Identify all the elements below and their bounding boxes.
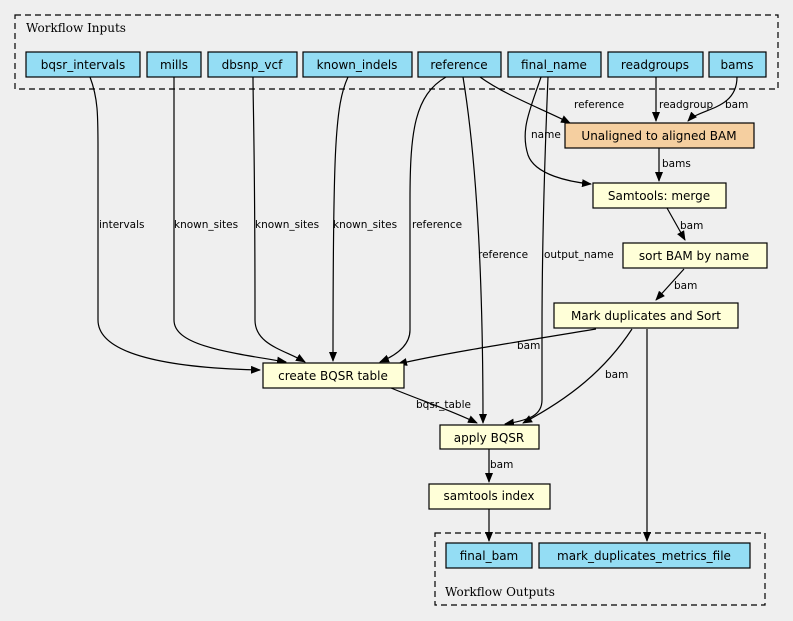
svg-text:final_name: final_name: [521, 58, 587, 72]
edge-label-reference: reference: [574, 99, 624, 111]
svg-text:apply BQSR: apply BQSR: [454, 431, 524, 445]
svg-text:readgroups: readgroups: [621, 58, 689, 72]
edge-markdup-to-apply: bam: [522, 328, 633, 424]
input-mills[interactable]: mills: [146, 51, 202, 78]
edge-create-to-apply: bqsr_table: [390, 387, 478, 424]
edge-apply-to-index: bam: [485, 449, 513, 483]
edge-intervals-to-create: intervals: [89, 76, 261, 374]
step-samtools-merge[interactable]: Samtools: merge: [592, 182, 727, 209]
edge-mills-to-create: known_sites: [173, 77, 287, 365]
workflow-outputs-label: Workflow Outputs: [445, 585, 555, 599]
edge-label-bam: bam: [674, 280, 697, 292]
workflow-inputs-label: Workflow Inputs: [26, 21, 126, 35]
output-mark-duplicates-metrics-file[interactable]: mark_duplicates_metrics_file: [538, 542, 751, 569]
svg-text:samtools index: samtools index: [444, 489, 535, 503]
edge-label-bam: bam: [605, 369, 628, 381]
edge-label-known-sites: known_sites: [255, 219, 319, 231]
edge-label-known-sites: known_sites: [174, 219, 238, 231]
edge-label-bam: bam: [517, 340, 540, 352]
input-bqsr-intervals[interactable]: bqsr_intervals: [25, 51, 141, 78]
edge-label-readgroup: readgroup: [659, 99, 713, 111]
edge-label-bam: bam: [680, 220, 703, 232]
edge-label-bqsr-table: bqsr_table: [416, 399, 471, 411]
edge-reference-to-apply: reference: [462, 76, 528, 424]
edge-bams-to-align: bam: [687, 76, 748, 122]
svg-text:final_bam: final_bam: [460, 549, 519, 563]
edge-label-reference: reference: [478, 249, 528, 261]
edge-indels-to-create: known_sites: [329, 76, 397, 362]
input-final-name[interactable]: final_name: [507, 51, 602, 78]
output-final-bam[interactable]: final_bam: [445, 542, 533, 569]
edge-reference-to-align: reference: [479, 76, 624, 124]
edge-label-bam: bam: [725, 99, 748, 111]
input-reference[interactable]: reference: [417, 51, 502, 78]
workflow-outputs-cluster: Workflow Outputs: [434, 532, 766, 606]
svg-text:known_indels: known_indels: [317, 58, 398, 72]
svg-text:Mark duplicates and Sort: Mark duplicates and Sort: [571, 309, 721, 323]
edge-dbsnp-to-create: known_sites: [252, 76, 319, 363]
input-known-indels[interactable]: known_indels: [302, 51, 413, 78]
edge-sort-to-markdup: bam: [655, 268, 697, 301]
svg-text:mark_duplicates_metrics_file: mark_duplicates_metrics_file: [557, 549, 731, 563]
step-apply-bqsr[interactable]: apply BQSR: [439, 424, 540, 450]
edge-markdup-to-create: bam: [397, 328, 597, 366]
svg-text:mills: mills: [160, 58, 188, 72]
step-create-bqsr-table[interactable]: create BQSR table: [262, 362, 405, 389]
edge-label-intervals: intervals: [99, 219, 145, 231]
edge-reference-to-create: reference: [379, 76, 462, 363]
edges: reference readgroup bam name bams bam ba…: [89, 76, 748, 542]
input-readgroups[interactable]: readgroups: [607, 51, 704, 78]
step-mark-duplicates-and-sort[interactable]: Mark duplicates and Sort: [553, 302, 739, 329]
edge-merge-to-sort: bam: [666, 207, 703, 241]
edge-label-output-name: output_name: [544, 249, 614, 261]
svg-text:reference: reference: [430, 58, 487, 72]
workflow-inputs-cluster: Workflow Inputs: [14, 14, 779, 90]
edge-label-bam: bam: [490, 459, 513, 471]
svg-text:create BQSR table: create BQSR table: [278, 369, 388, 383]
svg-text:Samtools: merge: Samtools: merge: [608, 189, 710, 203]
svg-text:bams: bams: [721, 58, 754, 72]
svg-text:Unaligned to aligned BAM: Unaligned to aligned BAM: [581, 129, 736, 143]
edge-align-to-merge: bams: [655, 148, 691, 182]
edge-label-bams: bams: [662, 158, 691, 170]
step-sort-bam-by-name[interactable]: sort BAM by name: [622, 242, 768, 269]
step-samtools-index[interactable]: samtools index: [428, 483, 551, 510]
svg-text:bqsr_intervals: bqsr_intervals: [41, 58, 125, 72]
step-unaligned-to-aligned-bam[interactable]: Unaligned to aligned BAM: [564, 122, 755, 149]
input-dbsnp-vcf[interactable]: dbsnp_vcf: [207, 51, 298, 78]
input-bams[interactable]: bams: [708, 51, 767, 78]
edge-readgroups-to-align: readgroup: [652, 77, 713, 122]
edge-label-known-sites: known_sites: [333, 219, 397, 231]
svg-text:dbsnp_vcf: dbsnp_vcf: [222, 58, 283, 72]
edge-label-reference: reference: [412, 219, 462, 231]
svg-text:sort BAM by name: sort BAM by name: [639, 249, 749, 263]
